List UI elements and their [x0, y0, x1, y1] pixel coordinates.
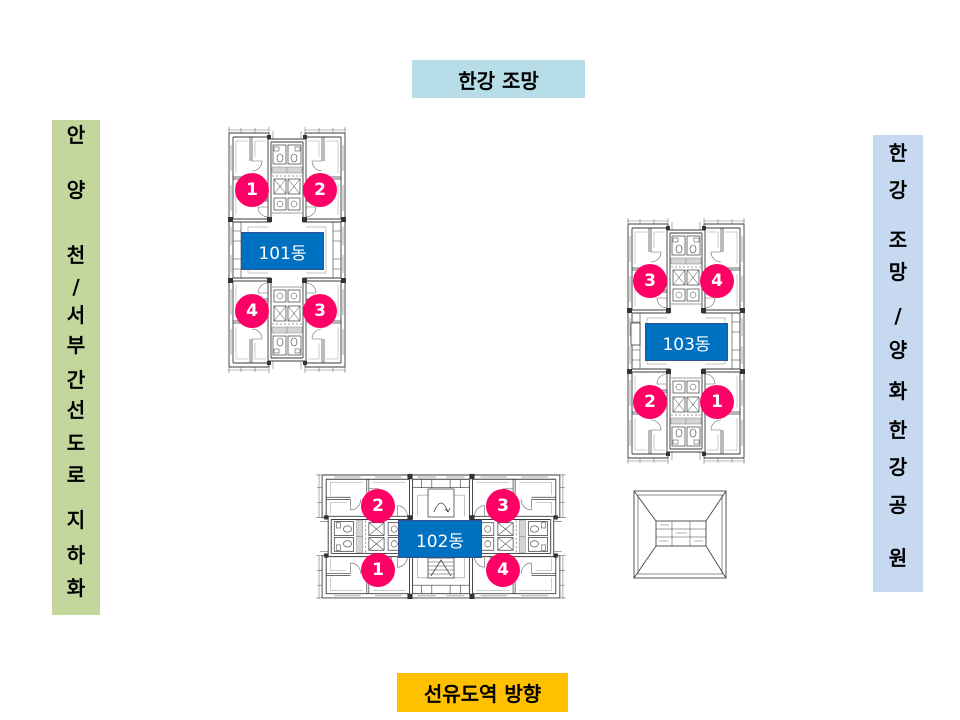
unit-badge-102-bottom-left: 1 [361, 553, 395, 587]
left-label-char: 안 [66, 123, 86, 147]
left-label-char: 서 [66, 303, 86, 327]
floor-plan-102 [316, 474, 566, 599]
unit-badge-103-top-left: 3 [633, 264, 667, 298]
roof-plan [633, 490, 727, 579]
left-label-char: / [72, 275, 80, 299]
top-label-box: 한강 조망 [412, 60, 585, 98]
unit-badge-101-top-right: 2 [303, 173, 337, 207]
unit-badge-101-top-left: 1 [235, 173, 269, 207]
left-label-char: 양 [66, 178, 86, 202]
unit-badge-103-bottom-right: 1 [700, 385, 734, 419]
right-label-char: 공 [888, 493, 908, 517]
building-label-103: 103동 [645, 323, 728, 361]
building-label-102: 102동 [398, 520, 482, 558]
right-label-char: 한 [888, 141, 908, 165]
floor-plan-103 [627, 218, 745, 464]
unit-badge-101-bottom-right: 3 [303, 294, 337, 328]
left-label-char: 화 [66, 576, 86, 600]
left-label-char: 도 [66, 431, 86, 455]
right-label-char: 강 [888, 455, 908, 479]
left-label-char: 간 [66, 368, 86, 392]
right-label-char: 강 [888, 178, 908, 202]
right-label-char: / [894, 304, 902, 328]
unit-badge-102-top-left: 2 [361, 489, 395, 523]
building-label-101: 101동 [241, 232, 324, 270]
left-label-char: 천 [66, 243, 86, 267]
left-label-char: 로 [66, 463, 86, 487]
right-label-box: 한 강 조 망 / 양 화 한 강 공 원 [873, 135, 923, 592]
unit-badge-103-bottom-left: 2 [633, 385, 667, 419]
unit-badge-101-bottom-left: 4 [235, 294, 269, 328]
right-label-char: 망 [888, 260, 908, 284]
unit-badge-102-bottom-right: 4 [486, 553, 520, 587]
left-label-char: 선 [66, 398, 86, 422]
bottom-label-box: 선유도역 방향 [397, 673, 568, 712]
left-label-char: 부 [66, 333, 86, 357]
top-label-text: 한강 조망 [458, 68, 539, 93]
bottom-label-text: 선유도역 방향 [423, 682, 542, 706]
right-label-char: 한 [888, 418, 908, 442]
right-label-char: 원 [888, 546, 908, 570]
right-label-char: 조 [888, 228, 908, 252]
unit-badge-103-top-right: 4 [700, 264, 734, 298]
left-label-char: 하 [66, 543, 86, 567]
right-label-char: 화 [888, 379, 908, 403]
right-label-char: 양 [888, 338, 908, 362]
unit-badge-102-top-right: 3 [486, 489, 520, 523]
left-label-char: 지 [66, 508, 86, 532]
left-label-box: 안 양 천 / 서 부 간 선 도 로 지 하 화 [52, 120, 100, 615]
